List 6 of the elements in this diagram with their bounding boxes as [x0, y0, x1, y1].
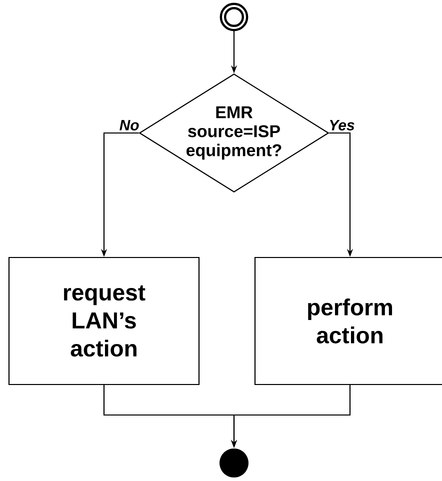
- end-circle: [220, 448, 248, 478]
- process-box: request LAN’s action: [8, 256, 200, 386]
- start-circle: [220, 2, 248, 32]
- process-box: perform action: [254, 256, 442, 386]
- edge-label: No: [120, 120, 139, 130]
- edge-label: Yes: [330, 120, 354, 130]
